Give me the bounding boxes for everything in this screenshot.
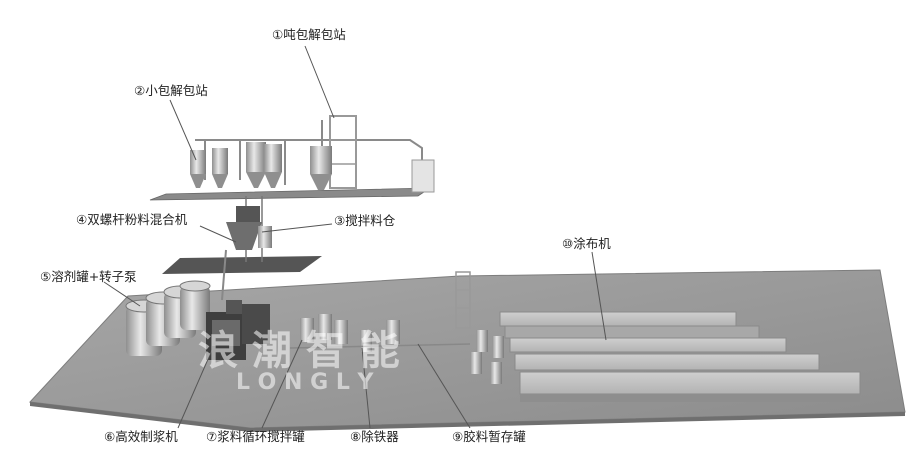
label-twin-screw-mixer: ④双螺杆粉料混合机 — [76, 212, 188, 227]
glue-storage — [455, 271, 504, 384]
label-small-bag-station: ②小包解包站 — [134, 83, 208, 98]
label-solvent-tank-pump: ⑤溶剂罐+转子泵 — [40, 269, 137, 284]
pulping-machine — [206, 300, 270, 360]
floor-edge — [30, 402, 905, 432]
watermark-text-en: L O N G L Y — [236, 370, 374, 395]
label-stirring-silo: ③搅拌料仓 — [334, 213, 396, 228]
upper-platform — [149, 187, 432, 201]
label-ton-bag-station: ①吨包解包站 — [272, 27, 346, 42]
circulation-tanks — [289, 314, 471, 352]
small-bag-station — [190, 142, 282, 188]
label-iron-remover: ⑧除铁器 — [350, 429, 399, 444]
label-glue-storage-tank: ⑨胶料暂存罐 — [452, 429, 526, 444]
coating-machines — [499, 311, 861, 402]
label-circulation-tank: ⑦浆料循环搅拌罐 — [206, 429, 305, 444]
leader-lines — [103, 45, 607, 429]
mixer-and-silo — [221, 196, 272, 301]
solvent-tanks — [125, 280, 211, 356]
label-coating-machine: ⑩涂布机 — [562, 236, 611, 251]
watermark-text-cn: 浪 潮 智 能 — [198, 328, 400, 374]
middle-platform — [162, 256, 322, 274]
upper-piping — [195, 120, 423, 190]
ton-bag-station — [310, 115, 435, 193]
label-pulping-machine: ⑥高效制浆机 — [104, 429, 178, 444]
